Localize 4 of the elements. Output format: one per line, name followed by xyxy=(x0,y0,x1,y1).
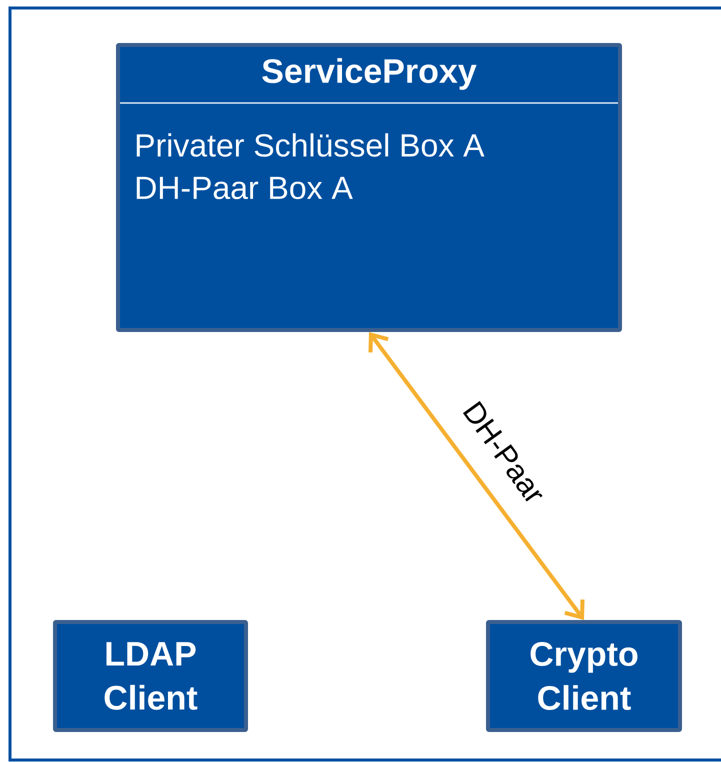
client-box: Crypto Client xyxy=(486,620,682,732)
class-box: ServiceProxy Privater Schlüssel Box A DH-Paar Box A xyxy=(116,43,622,332)
client-box: LDAP Client xyxy=(53,620,248,732)
double-arrow xyxy=(368,332,584,620)
